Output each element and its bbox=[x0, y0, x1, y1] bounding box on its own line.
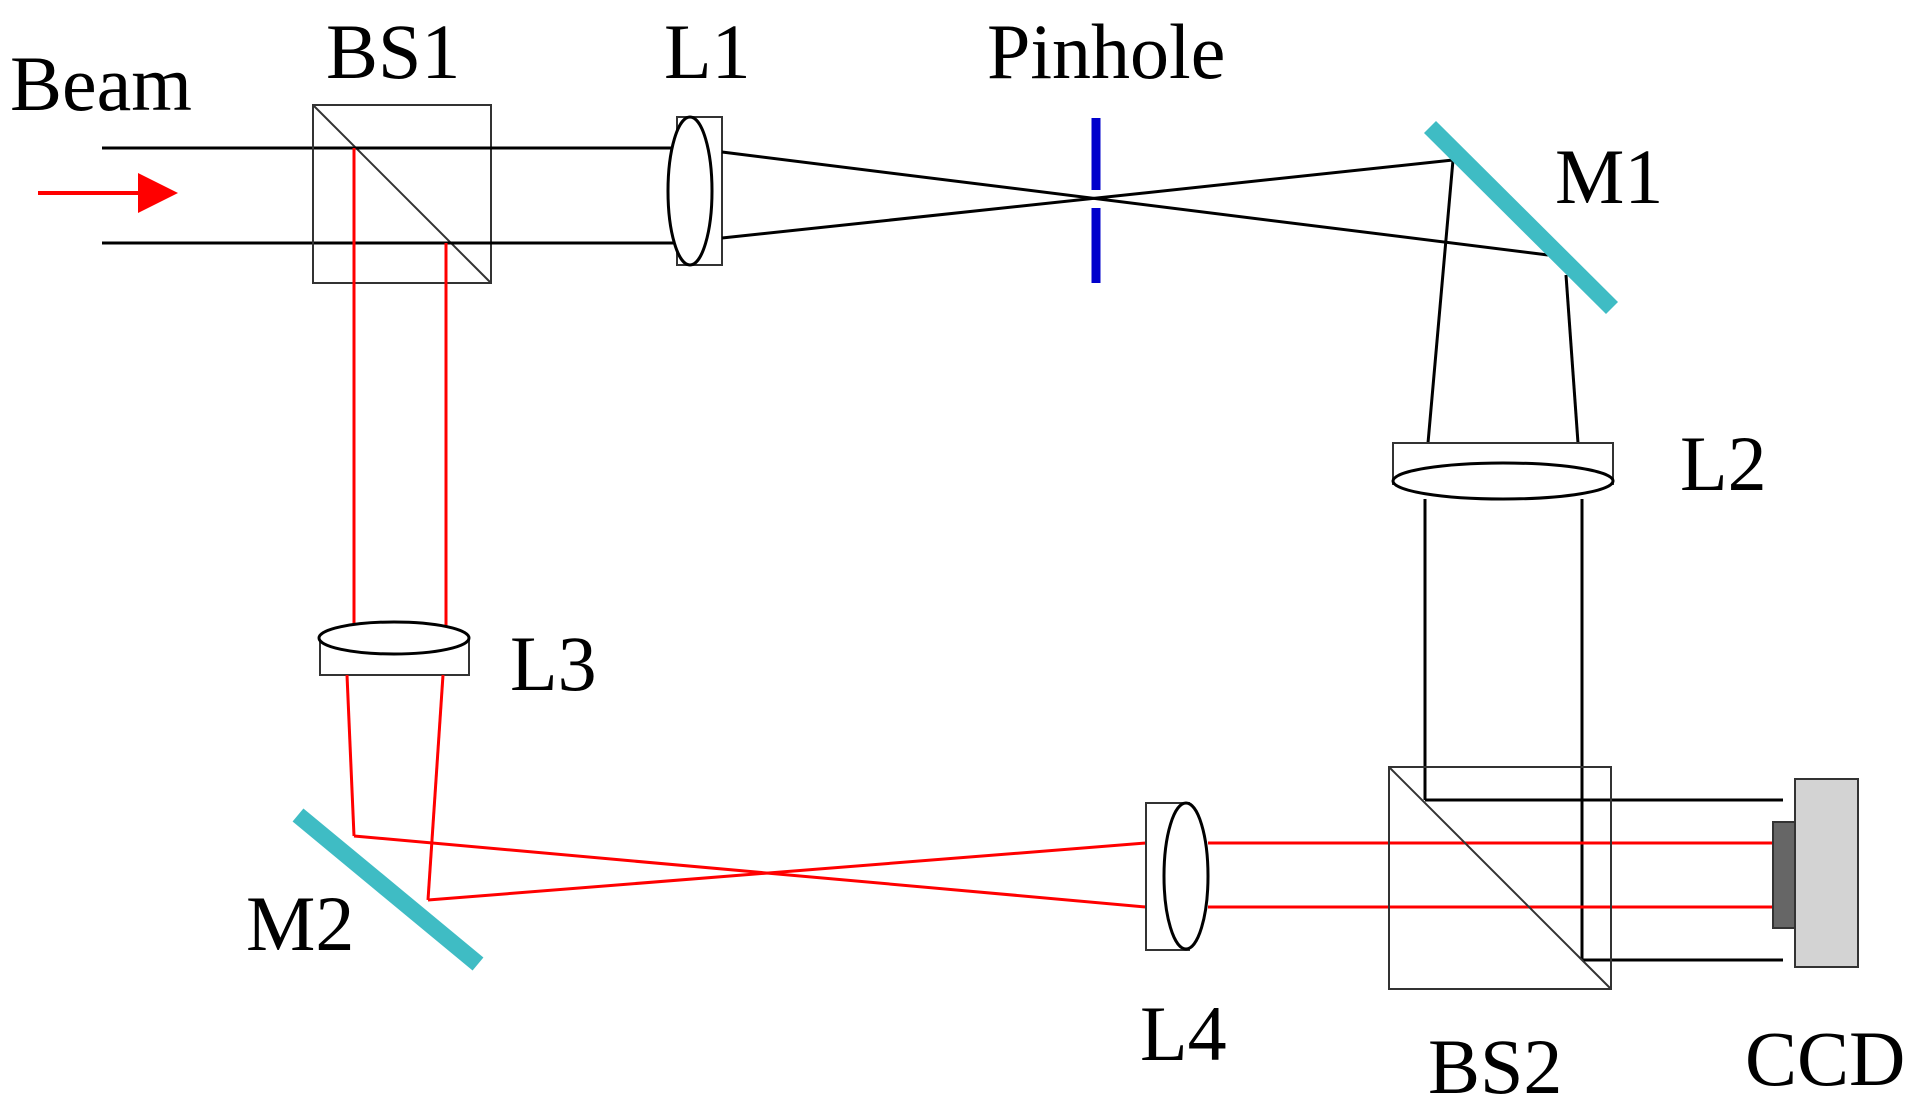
label-m2: M2 bbox=[246, 880, 354, 967]
l3-glass bbox=[317, 620, 471, 656]
label-pinhole: Pinhole bbox=[987, 8, 1225, 95]
bs1-diagonal bbox=[312, 104, 492, 284]
lens-l3 bbox=[317, 620, 471, 676]
ccd-body bbox=[1794, 778, 1859, 968]
l1-glass bbox=[666, 115, 714, 267]
mirror-m1 bbox=[1424, 120, 1618, 315]
reference-beam-m2-to-l4-a bbox=[353, 834, 1147, 909]
ccd-camera bbox=[1772, 778, 1859, 968]
reference-beam-m2-to-l4-b bbox=[427, 841, 1147, 902]
lens-l2 bbox=[1391, 442, 1615, 501]
object-beam-m1-to-l2-right bbox=[1564, 274, 1580, 444]
label-bs1: BS1 bbox=[326, 8, 460, 95]
label-m1: M1 bbox=[1555, 133, 1663, 220]
label-bs2: BS2 bbox=[1428, 1023, 1562, 1103]
mirror-m2 bbox=[292, 808, 484, 971]
reference-beam-l3-to-m2-left bbox=[345, 674, 356, 837]
beam-splitter-bs1 bbox=[312, 104, 492, 284]
input-beam bbox=[38, 146, 446, 245]
lens-l4 bbox=[1145, 801, 1210, 951]
bs2-diagonal bbox=[1388, 766, 1612, 990]
label-l1: L1 bbox=[664, 8, 751, 95]
object-beam-m1-to-l2-left bbox=[1426, 159, 1455, 444]
object-beam-l1-to-m1-a bbox=[721, 150, 1549, 257]
object-beam-l1-to-m1-b bbox=[721, 158, 1454, 240]
label-l3: L3 bbox=[510, 620, 597, 707]
label-l4: L4 bbox=[1140, 990, 1227, 1077]
bs1-cube bbox=[312, 104, 492, 284]
label-l2: L2 bbox=[1680, 420, 1767, 507]
reference-beam-l3-to-m2-right bbox=[426, 674, 445, 901]
lens-l1 bbox=[666, 115, 723, 267]
ccd-sensor bbox=[1772, 821, 1796, 929]
beam-splitter-bs2 bbox=[1388, 766, 1612, 990]
l4-glass bbox=[1162, 801, 1210, 951]
l2-glass bbox=[1391, 461, 1615, 501]
label-beam: Beam bbox=[10, 40, 192, 127]
label-ccd: CCD bbox=[1745, 1015, 1905, 1102]
bs2-cube bbox=[1388, 766, 1612, 990]
